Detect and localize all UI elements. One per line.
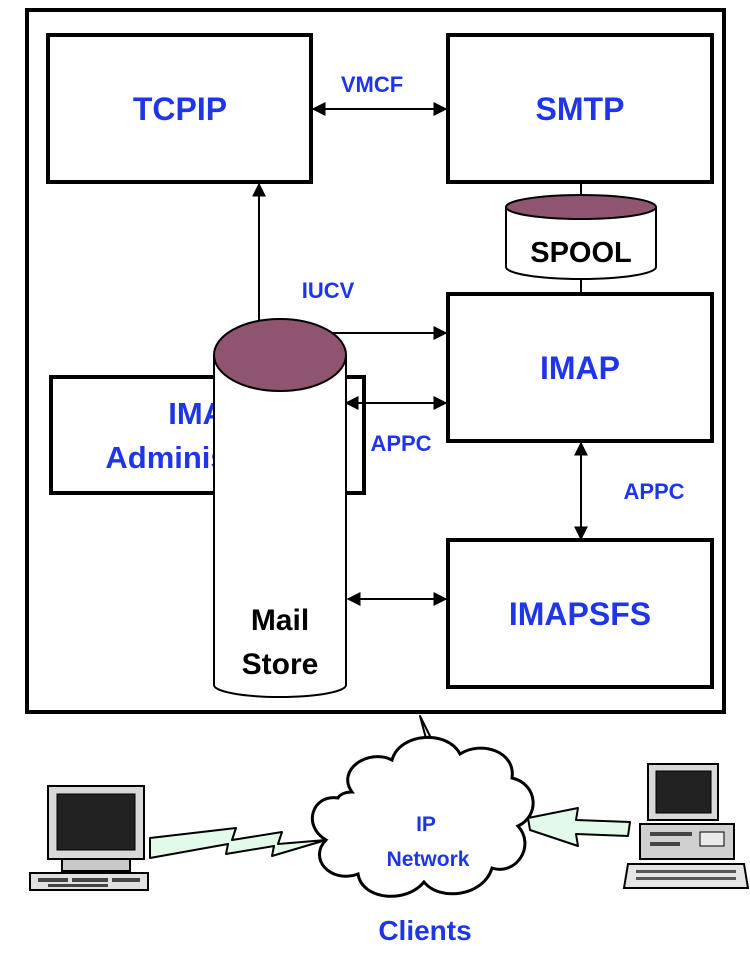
- mail-store-body: [213, 355, 347, 698]
- right-client-lightning-icon: [527, 807, 631, 847]
- mail-store-label-line2: Store: [242, 648, 319, 681]
- left-client-computer-icon: [29, 785, 149, 891]
- tcpip-box: [46, 33, 313, 184]
- mail-store-cylinder: Mail Store: [213, 318, 347, 698]
- clients-label: Clients: [378, 915, 471, 946]
- smtp-node: SMTP: [446, 33, 714, 184]
- ip-network-cloud: IP Network: [310, 735, 535, 898]
- imap-box: [446, 292, 714, 443]
- mail-store-top: [213, 318, 347, 392]
- appc-admin-label: APPC: [370, 431, 431, 456]
- tcpip-label: TCPIP: [133, 91, 227, 127]
- cloud-icon: [310, 735, 535, 898]
- spool-top: [505, 194, 657, 220]
- spool-cylinder: SPOOL: [505, 194, 657, 280]
- appc-sfs-label: APPC: [623, 479, 684, 504]
- smtp-label: SMTP: [536, 91, 625, 127]
- vmcf-label: VMCF: [341, 72, 403, 97]
- tcpip-node: TCPIP: [46, 33, 313, 184]
- right-client-computer-icon: [622, 763, 750, 889]
- imapsfs-label: IMAPSFS: [509, 596, 651, 632]
- imapsfs-box: [446, 538, 714, 689]
- ip-network-label-line2: Network: [387, 848, 470, 871]
- imap-node: IMAP: [446, 292, 714, 443]
- iucv-label: IUCV: [302, 278, 355, 303]
- imap-label: IMAP: [540, 350, 620, 386]
- left-client-lightning-icon: [149, 827, 327, 859]
- ip-network-label-line1: IP: [416, 813, 436, 836]
- spool-label: SPOOL: [530, 237, 632, 269]
- smtp-box: [446, 33, 714, 184]
- spool-body: [505, 207, 657, 280]
- mail-store-label-line1: Mail: [251, 604, 309, 637]
- imapsfs-node: IMAPSFS: [446, 538, 714, 689]
